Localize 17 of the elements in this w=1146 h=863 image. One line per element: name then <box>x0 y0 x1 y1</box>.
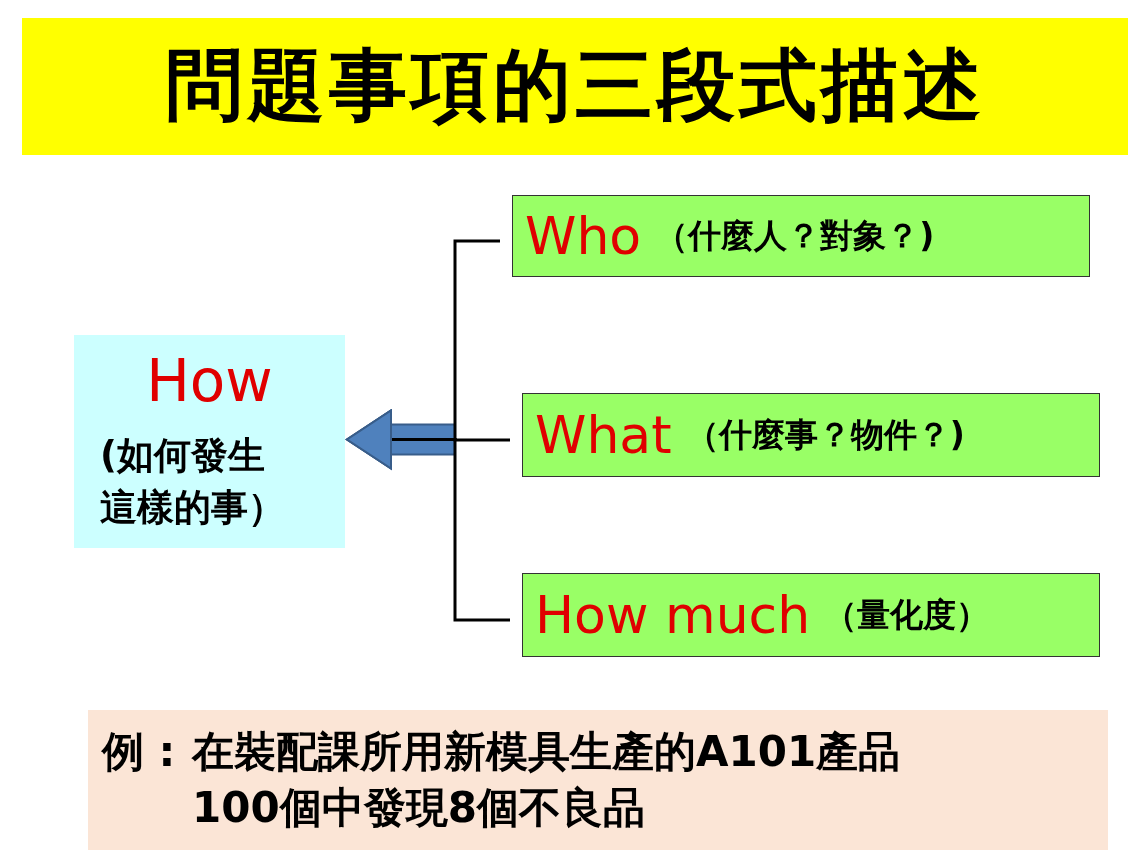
example-label: 例 : <box>102 726 176 778</box>
example-text: 在裝配課所用新模具生產的A101產品100個中發現8個不良品 <box>192 726 902 834</box>
question-box <box>522 573 1100 657</box>
keyword-text: How much <box>535 585 811 645</box>
description-text: (如何發生這樣的事） <box>100 433 286 531</box>
question-box <box>512 195 1090 277</box>
result-box <box>74 335 345 548</box>
question-text: （什麼人？對象？) <box>655 214 935 257</box>
heading-text: How <box>145 347 274 415</box>
bracket-arrow <box>346 409 510 622</box>
example-box <box>88 710 1108 850</box>
keyword-text: Who <box>525 206 642 266</box>
question-text: （量化度） <box>824 593 990 636</box>
keyword-text: What <box>535 405 672 465</box>
question-text: （什麼事？物件？) <box>685 413 965 456</box>
title-banner: 問題事項的三段式描述 <box>22 18 1128 155</box>
question-box <box>522 393 1100 477</box>
